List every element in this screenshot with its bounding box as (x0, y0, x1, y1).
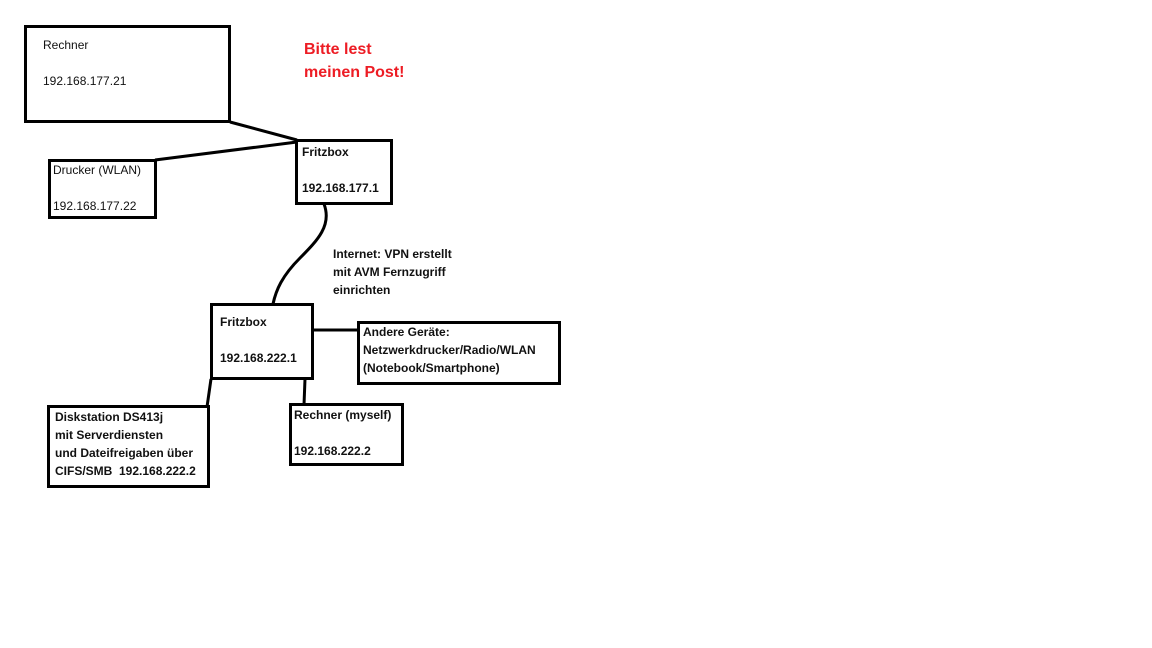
note-line2: meinen Post! (304, 64, 405, 81)
diskstation-line4: CIFS/SMB 192.168.222.2 (55, 464, 196, 478)
fritzbox-remote-box (295, 139, 393, 205)
rechner-remote-name: Rechner (43, 38, 89, 52)
fritzbox-remote-ip: 192.168.177.1 (302, 181, 379, 195)
vpn-label: Internet: VPN erstellt mit AVM Fernzugri… (333, 245, 452, 299)
rechner-remote-ip: 192.168.177.21 (43, 74, 127, 88)
diskstation-line1: Diskstation DS413j (55, 410, 164, 424)
andere-line2: Netzwerkdrucker/Radio/WLAN (363, 343, 536, 357)
vpn-link (271, 203, 328, 305)
link-rechner-fritzbox (229, 120, 298, 142)
vpn-label-line3: einrichten (333, 283, 391, 297)
rechner-local-ip: 192.168.222.2 (294, 444, 371, 458)
diskstation-box (47, 405, 210, 488)
andere-geraete-text: Andere Geräte: Netzwerkdrucker/Radio/WLA… (363, 323, 536, 377)
fritzbox-local-ip: 192.168.222.1 (220, 351, 297, 365)
diskstation-text: Diskstation DS413j mit Serverdiensten un… (55, 408, 196, 480)
diskstation-line3: und Dateifreigaben über (55, 446, 194, 460)
link-fritzbox-rechner (302, 378, 307, 406)
rechner-remote-box (24, 25, 231, 123)
fritzbox-local-name: Fritzbox (220, 315, 267, 329)
vpn-label-line2: mit AVM Fernzugriff (333, 265, 446, 279)
link-drucker-fritzbox (154, 140, 298, 162)
rechner-local-box (289, 403, 404, 466)
drucker-box (48, 159, 157, 219)
diskstation-line2: mit Serverdiensten (55, 428, 164, 442)
andere-line1: Andere Geräte: (363, 325, 450, 339)
drucker-ip: 192.168.177.22 (53, 199, 137, 213)
drucker-name: Drucker (WLAN) (53, 163, 142, 177)
fritzbox-remote-name: Fritzbox (302, 145, 349, 159)
rechner-local-name: Rechner (myself) (294, 408, 392, 422)
fritzbox-local-box (210, 303, 314, 380)
link-fritzbox-diskstation (205, 378, 213, 408)
note-line1: Bitte lest (304, 41, 372, 58)
andere-line3: (Notebook/Smartphone) (363, 361, 500, 375)
note-text: Bitte lest meinen Post! (304, 38, 404, 84)
vpn-label-line1: Internet: VPN erstellt (333, 247, 452, 261)
andere-geraete-box (357, 321, 561, 385)
